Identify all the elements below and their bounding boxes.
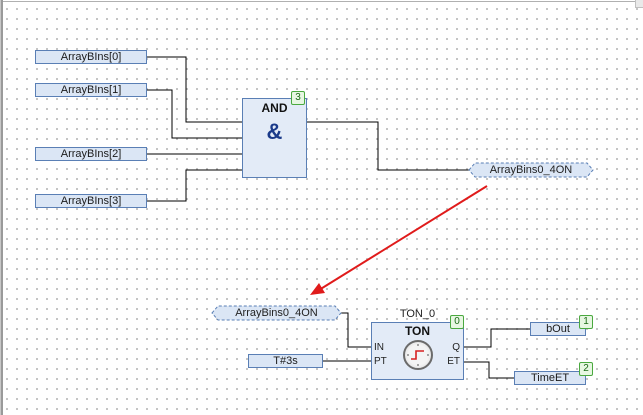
- input-var-0[interactable]: ArrayBIns[0]: [35, 50, 147, 64]
- ton-instance-name[interactable]: TON_0: [399, 308, 436, 320]
- wire-ton-in: [341, 312, 371, 348]
- input-var-2[interactable]: ArrayBIns[2]: [35, 147, 147, 161]
- output-var-timeet[interactable]: TimeET: [514, 371, 586, 385]
- input-var-1[interactable]: ArrayBIns[1]: [35, 83, 147, 97]
- red-arrow-icon: [310, 185, 488, 295]
- connector-out[interactable]: ArrayBins0_4ON: [489, 164, 573, 176]
- and-exec-order-badge: 3: [291, 91, 305, 105]
- wire-and-out: [306, 121, 469, 171]
- top-ruler-line: [1, 1, 638, 2]
- timeet-exec-order-badge: 2: [579, 362, 593, 376]
- wire-ton-et: [463, 361, 514, 379]
- ton-exec-order-badge: 0: [450, 315, 464, 329]
- connector-in-shape: [211, 305, 342, 321]
- ton-pin-et[interactable]: ET: [447, 356, 460, 367]
- wire-in0: [146, 56, 242, 123]
- connector-in[interactable]: ArrayBins0_4ON: [235, 307, 318, 319]
- ton-block-title: TON: [404, 324, 431, 338]
- wire-in3: [146, 169, 242, 202]
- wire-ton-q: [463, 328, 530, 348]
- ton-pin-q[interactable]: Q: [452, 342, 460, 353]
- left-rail: [1, 0, 3, 415]
- ton-block[interactable]: TON 0 IN PT Q ET: [371, 315, 464, 380]
- ton-pin-pt[interactable]: PT: [374, 356, 387, 367]
- output-var-bout[interactable]: bOut: [530, 322, 586, 336]
- pt-value-var[interactable]: T#3s: [248, 354, 323, 368]
- bout-exec-order-badge: 1: [579, 315, 593, 329]
- corner-resize-icon[interactable]: [635, 0, 643, 8]
- and-block[interactable]: AND & 3: [242, 91, 307, 178]
- ton-pin-in[interactable]: IN: [374, 342, 384, 353]
- timer-clock-face: [407, 344, 429, 366]
- and-symbol: &: [266, 119, 283, 144]
- timer-clock-icon: [403, 340, 433, 370]
- wire-in1: [146, 89, 242, 139]
- and-block-title: AND: [261, 101, 288, 115]
- input-var-3[interactable]: ArrayBIns[3]: [35, 194, 147, 208]
- connector-out-shape: [468, 162, 594, 178]
